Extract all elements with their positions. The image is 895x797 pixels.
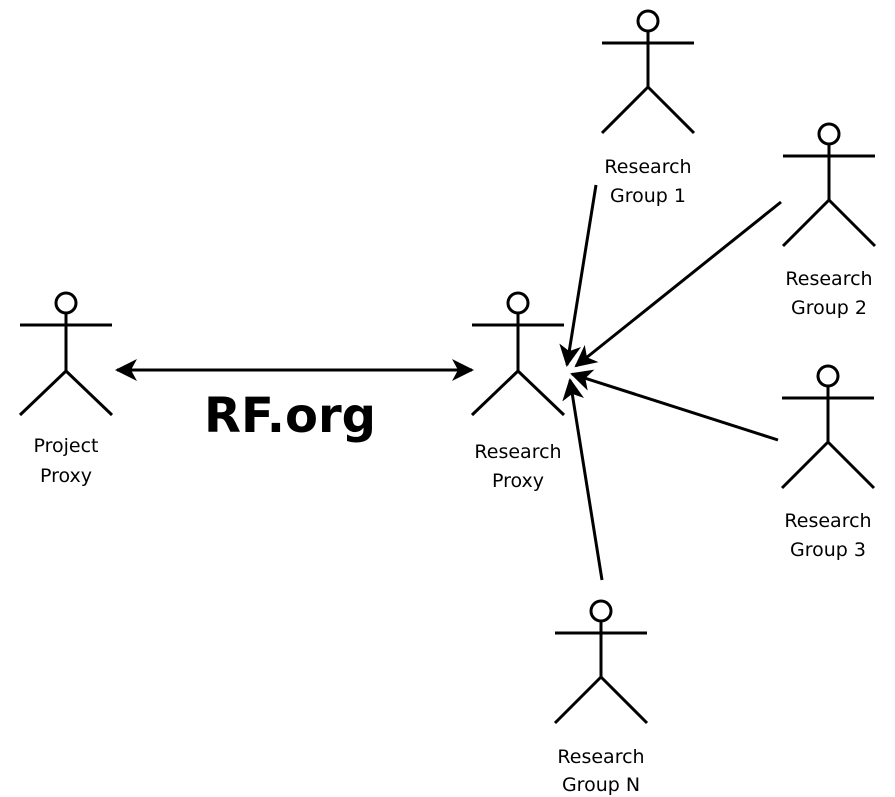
actor-research-group-3: Research Group 3 <box>780 364 876 561</box>
actor-label-line2: Proxy <box>40 465 92 487</box>
actor-research-group-2: Research Group 2 <box>781 122 877 319</box>
stick-figure-icon <box>780 364 876 490</box>
actor-label-line1: Research <box>557 746 644 768</box>
actor-research-group-1: Research Group 1 <box>600 9 696 207</box>
actor-project-proxy: Project Proxy <box>18 291 114 487</box>
stick-figure-icon <box>470 291 566 417</box>
actor-research-group-n: Research Group N <box>553 599 649 796</box>
stick-figure-icon <box>781 122 877 248</box>
arrow-groupN-to-proxy <box>562 378 604 581</box>
actor-label-line2: Group 3 <box>790 539 866 561</box>
actor-label-line2: Group 2 <box>791 297 867 319</box>
arrow-group1-to-proxy <box>559 184 598 367</box>
actor-label-line2: Group 1 <box>610 185 686 207</box>
actor-label-line1: Research <box>604 156 691 178</box>
actor-label-line1: Research <box>785 268 872 290</box>
actor-research-proxy: Research Proxy <box>470 291 566 492</box>
actor-label-line1: Research <box>474 441 561 463</box>
connections <box>115 184 782 581</box>
actor-label-line2: Proxy <box>492 470 544 492</box>
arrow-group3-to-proxy <box>570 369 779 442</box>
actor-label-line2: Group N <box>562 774 640 796</box>
stick-figure-icon <box>600 9 696 135</box>
diagram-title: RF.org <box>204 388 376 444</box>
stick-figure-icon <box>553 599 649 725</box>
actor-label-line1: Research <box>784 510 871 532</box>
stick-figure-icon <box>18 291 114 417</box>
actor-label-line1: Project <box>33 435 98 457</box>
arrow-group2-to-proxy <box>574 200 782 368</box>
